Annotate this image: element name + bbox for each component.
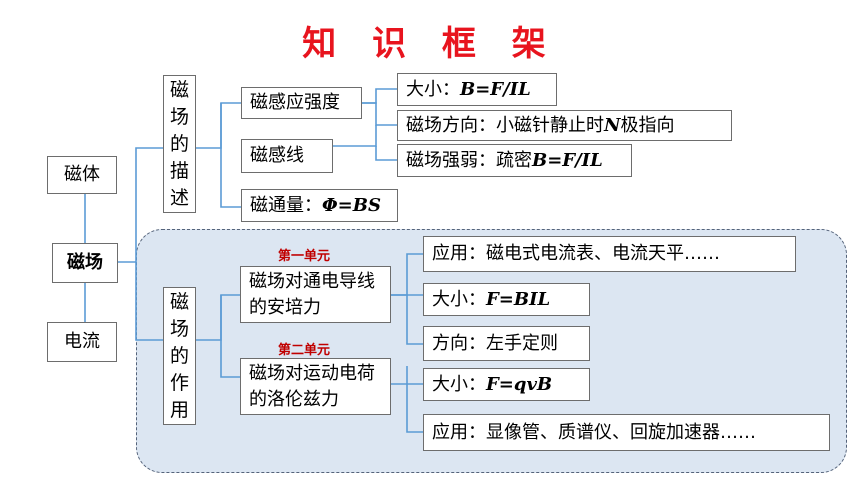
field-line-box: 磁感线 xyxy=(241,139,333,173)
magnet-label: 磁体 xyxy=(64,164,100,185)
unit2-application-box: 应用：显像管、质谱仪、回旋加速器…… xyxy=(423,414,830,451)
flux-box: 磁通量：Φ=BS xyxy=(241,189,398,222)
unit2-topic: 磁场对运动电荷的洛伦兹力 xyxy=(249,362,375,410)
unit1-label: 第一单元 xyxy=(278,249,331,264)
field-line-label: 磁感线 xyxy=(250,145,304,166)
unit2-size-label: 大小： xyxy=(432,373,486,395)
intensity-label: 磁感应强度 xyxy=(250,92,340,113)
unit2-topic-box: 磁场对运动电荷的洛伦兹力 xyxy=(240,358,391,415)
direction-label: 磁场方向：小磁针静止时 xyxy=(406,114,604,136)
direction-n: N xyxy=(604,114,621,136)
page-title: 知 识 框 架 xyxy=(302,24,558,64)
description-char: 述 xyxy=(169,186,189,209)
strength-formula: B=F/IL xyxy=(532,149,603,171)
unit1-topic: 磁场对通电导线的安培力 xyxy=(249,270,375,318)
size-b-label: 大小： xyxy=(406,78,460,100)
description-char: 描 xyxy=(169,159,189,182)
description-char: 场 xyxy=(169,105,189,128)
direction-tail: 极指向 xyxy=(620,114,675,136)
effect-char: 场 xyxy=(169,317,189,340)
unit1-size-formula: F=BIL xyxy=(486,288,551,310)
unit2-size-box: 大小：F=qvB xyxy=(423,368,590,401)
unit2-application: 应用：显像管、质谱仪、回旋加速器…… xyxy=(432,421,756,443)
flux-formula: Φ=BS xyxy=(322,194,381,216)
effect-char: 磁 xyxy=(169,290,189,313)
description-char: 的 xyxy=(169,132,189,155)
effect-char: 的 xyxy=(169,344,189,367)
description-box: 磁 场 的 描 述 xyxy=(163,75,196,213)
unit1-direction: 方向：左手定则 xyxy=(432,332,558,354)
current-box: 电流 xyxy=(47,322,117,362)
current-label: 电流 xyxy=(64,331,100,352)
field-label: 磁场 xyxy=(67,252,103,273)
unit1-topic-box: 磁场对通电导线的安培力 xyxy=(240,266,391,323)
effect-box: 磁 场 的 作 用 xyxy=(163,287,196,425)
size-b-box: 大小：B=F/IL xyxy=(397,73,557,106)
effect-char: 用 xyxy=(169,398,189,421)
unit2-label: 第二单元 xyxy=(278,343,331,358)
magnet-box: 磁体 xyxy=(47,156,117,194)
size-b-formula: B=F/IL xyxy=(460,78,531,100)
unit1-size-box: 大小：F=BIL xyxy=(423,283,590,316)
unit1-size-label: 大小： xyxy=(432,288,486,310)
unit1-application-box: 应用：磁电式电流表、电流天平…… xyxy=(423,236,796,272)
effect-char: 作 xyxy=(169,371,189,394)
flux-label: 磁通量： xyxy=(250,194,322,216)
field-box: 磁场 xyxy=(52,243,118,283)
strength-label: 磁场强弱：疏密 xyxy=(406,149,532,171)
unit2-size-formula: F=qvB xyxy=(486,373,553,395)
intensity-box: 磁感应强度 xyxy=(241,87,362,119)
unit1-application: 应用：磁电式电流表、电流天平…… xyxy=(432,243,720,264)
unit1-direction-box: 方向：左手定则 xyxy=(423,326,590,361)
description-char: 磁 xyxy=(169,78,189,101)
